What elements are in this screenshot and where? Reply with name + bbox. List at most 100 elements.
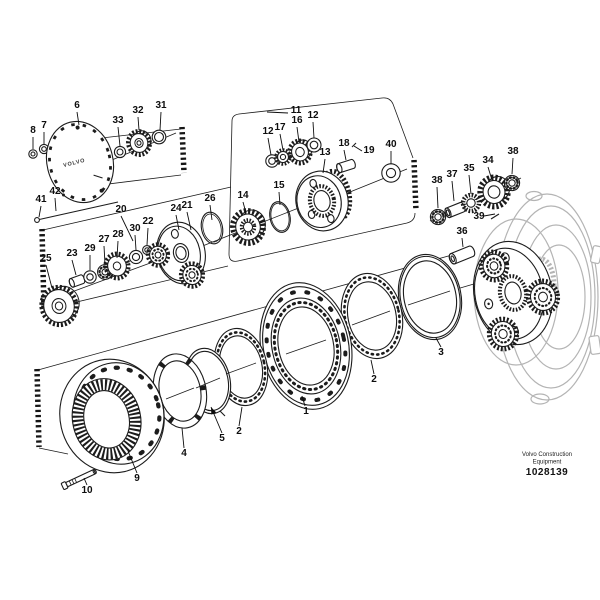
leader-line-37 bbox=[451, 180, 455, 202]
title-block: Volvo Construction Equipment 1028139 bbox=[522, 452, 572, 478]
part-12-washer-right bbox=[306, 137, 322, 153]
leader-line-24 bbox=[175, 214, 180, 231]
part-label-36: 36 bbox=[456, 226, 468, 237]
leader-line-6 bbox=[76, 111, 80, 126]
leader-line-18 bbox=[343, 149, 347, 161]
part-38-bearing-right bbox=[503, 174, 521, 192]
leader-line-12 bbox=[267, 137, 272, 156]
part-label-18: 18 bbox=[338, 138, 350, 149]
brand-line2: Equipment bbox=[533, 460, 562, 466]
leader-line-34 bbox=[487, 166, 493, 181]
part-label-23: 23 bbox=[66, 248, 78, 259]
leader-line-38 bbox=[436, 186, 439, 209]
part-label-41: 41 bbox=[35, 194, 47, 205]
part-label-27: 27 bbox=[98, 234, 110, 245]
leader-line-21 bbox=[186, 211, 192, 231]
part-38-bearing-left bbox=[429, 208, 447, 226]
part-label-12: 12 bbox=[307, 110, 319, 121]
part-label-31: 31 bbox=[155, 100, 167, 111]
part-label-21: 21 bbox=[181, 200, 193, 211]
part-label-20: 20 bbox=[115, 204, 127, 215]
part-label-28: 28 bbox=[112, 229, 124, 240]
part-label-2: 2 bbox=[371, 374, 377, 385]
part-label-26: 26 bbox=[204, 193, 216, 204]
leader-line-9 bbox=[127, 450, 138, 474]
leader-line-16 bbox=[296, 126, 300, 143]
leader-line-3 bbox=[435, 337, 442, 348]
part-26-o-ring bbox=[200, 211, 224, 245]
part-label-4: 4 bbox=[181, 448, 187, 459]
leader-line-23 bbox=[71, 259, 77, 276]
leader-line-42 bbox=[54, 197, 57, 212]
planet-gear-bottom bbox=[486, 316, 520, 352]
part-15-seal-ring bbox=[269, 201, 291, 233]
part-label-34: 34 bbox=[482, 155, 494, 166]
part-label-42: 42 bbox=[49, 186, 61, 197]
leader-line-14 bbox=[242, 201, 247, 214]
leader-line-2 bbox=[370, 359, 375, 375]
part-10-bolt bbox=[60, 468, 97, 490]
carrier-planet-gear-left bbox=[145, 242, 171, 268]
part-label-22: 22 bbox=[142, 216, 154, 227]
leader-line-32 bbox=[137, 116, 140, 131]
part-label-5: 5 bbox=[219, 433, 225, 444]
axis-segments bbox=[165, 290, 451, 400]
leader-line-30 bbox=[134, 234, 137, 251]
part-25-gear bbox=[39, 284, 80, 328]
leader-line-39 bbox=[483, 213, 496, 217]
part-label-14: 14 bbox=[237, 190, 249, 201]
leader-line-33 bbox=[117, 126, 121, 147]
planet-gear-right bbox=[525, 278, 561, 316]
leader-line-2 bbox=[238, 406, 243, 427]
part-37-sleeve bbox=[444, 201, 466, 219]
leader-line-27 bbox=[103, 245, 106, 265]
part-35-roller-bearing bbox=[460, 192, 482, 214]
part-label-40: 40 bbox=[385, 139, 397, 150]
part-label-9: 9 bbox=[134, 473, 140, 484]
part-label-3: 3 bbox=[438, 347, 444, 358]
leader-arrowhead-5 bbox=[211, 407, 217, 415]
part-label-12: 12 bbox=[262, 126, 274, 137]
leader-line-19 bbox=[353, 145, 363, 152]
carrier-planet-gear-bottom bbox=[178, 261, 206, 289]
leader-line-15 bbox=[278, 191, 281, 206]
part-label-11: 11 bbox=[291, 105, 302, 116]
part-label-15: 15 bbox=[273, 180, 285, 191]
part-label-32: 32 bbox=[132, 105, 144, 116]
leader-line-31 bbox=[159, 111, 162, 131]
part-label-24: 24 bbox=[170, 203, 182, 214]
part-label-6: 6 bbox=[74, 100, 80, 111]
leader-line-12 bbox=[312, 121, 315, 139]
leader-line-28 bbox=[116, 240, 119, 259]
document-number: 1028139 bbox=[526, 467, 568, 478]
part-label-8: 8 bbox=[30, 125, 36, 136]
plate-logo: VOLVO bbox=[63, 158, 86, 169]
group-box-11 bbox=[228, 97, 416, 262]
part-13-planet-carrier bbox=[295, 168, 353, 232]
part-5-pin bbox=[219, 410, 226, 417]
leader-line-20 bbox=[120, 215, 134, 242]
part-6-cover-plate: VOLVO bbox=[45, 120, 115, 204]
part-label-38: 38 bbox=[431, 175, 443, 186]
part-label-38: 38 bbox=[507, 146, 519, 157]
planet-gear-top bbox=[478, 249, 510, 283]
leader-line-4 bbox=[181, 427, 185, 449]
part-label-2: 2 bbox=[236, 426, 242, 437]
part-31-ring bbox=[151, 129, 167, 145]
leader-line-38 bbox=[511, 157, 514, 175]
leader-line-25 bbox=[45, 264, 53, 289]
part-36-bushing bbox=[448, 245, 476, 265]
leader-line-41 bbox=[38, 205, 42, 218]
part-30-washer bbox=[128, 249, 144, 265]
part-label-30: 30 bbox=[129, 223, 141, 234]
part-label-39: 39 bbox=[473, 211, 485, 222]
part-3-ring bbox=[397, 253, 463, 341]
part-9-ring-gear-hub bbox=[59, 358, 165, 474]
part-label-19: 19 bbox=[363, 145, 375, 156]
brand-line1: Volvo Construction bbox=[522, 452, 572, 458]
part-label-29: 29 bbox=[84, 243, 96, 254]
part-18-pin-bushing bbox=[336, 158, 356, 174]
part-33-washer bbox=[113, 145, 127, 159]
leader-line-26 bbox=[209, 204, 213, 221]
